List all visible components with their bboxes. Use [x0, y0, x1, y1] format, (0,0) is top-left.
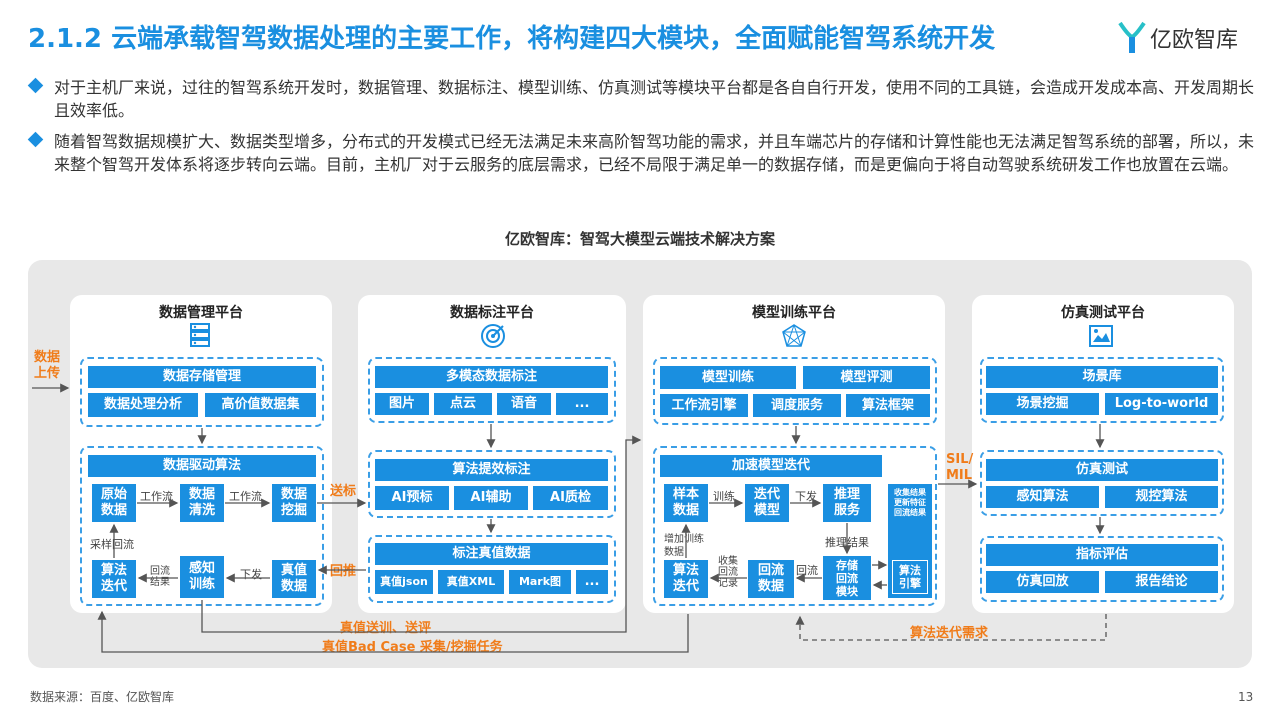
diagram-title: 亿欧智库：智驾大模型云端技术解决方案	[504, 230, 775, 248]
collect-label: 收集结果 更新特征 回流结果	[894, 488, 926, 517]
multimodal-group	[368, 357, 616, 423]
data-storage-box: 数据存储管理	[88, 366, 316, 388]
mine-data-box: 数据 挖掘	[272, 484, 316, 522]
perceive-train-box: 感知 训练	[180, 556, 224, 598]
perc-algo-box: 感知算法	[986, 486, 1099, 508]
efficiency-box: 算法提效标注	[375, 459, 608, 481]
store-backflow-box: 存储 回流 模块	[823, 556, 871, 600]
page-number: 13	[1238, 690, 1254, 704]
algo-engine-box: 算法 引擎	[892, 560, 928, 594]
truth-data-box: 真值 数据	[272, 560, 316, 598]
bullet-text: 随着智驾数据规模扩大、数据类型增多，分布式的开发模式已经无法满足未来高阶智驾功能…	[54, 132, 1255, 174]
sil-mil-label: SIL/ MIL	[946, 452, 974, 483]
backflow-data-box: 回流 数据	[748, 560, 794, 598]
sim-title: 仿真测试平台	[1061, 305, 1145, 321]
infer-service-box: 推理 服务	[823, 484, 871, 522]
logo-icon	[1118, 21, 1146, 53]
sim-test-group	[980, 450, 1224, 516]
log-to-world-box: Log-to-world	[1105, 393, 1218, 415]
send-label: 送标	[330, 484, 357, 499]
metric-box: 指标评估	[986, 544, 1218, 566]
source-note: 数据来源：百度、亿欧智库	[30, 690, 175, 704]
issue-label: 下发	[795, 490, 817, 503]
image-box: 图片	[375, 393, 429, 415]
page-title: 2.1.2 云端承载智驾数据处理的主要工作，将构建四大模块，全面赋能智驾系统开发	[28, 24, 996, 54]
sim-replay-box: 仿真回放	[986, 571, 1099, 593]
ai-prelabel-box: AI预标	[375, 486, 449, 510]
workflow-label: 工作流	[229, 490, 262, 503]
scene-group	[980, 357, 1224, 423]
iter-model-box: 迭代 模型	[745, 484, 789, 522]
accel-box: 加速模型迭代	[660, 455, 882, 477]
efficiency-group	[368, 450, 616, 518]
workflow-label: 工作流	[140, 490, 173, 503]
truth-annotate-box: 标注真值数据	[375, 543, 608, 565]
simulation-icon	[1089, 325, 1113, 347]
scene-lib-box: 场景库	[986, 366, 1218, 388]
algo-iter-box: 算法 迭代	[92, 560, 136, 598]
truth-xml-box: 真值XML	[438, 570, 504, 594]
add-train-label: 增加训练 数据	[664, 534, 704, 558]
data-mgmt-title: 数据管理平台	[159, 305, 243, 321]
annotate-title: 数据标注平台	[450, 305, 534, 321]
ai-assist-box: AI辅助	[454, 486, 528, 510]
multimodal-box: 多模态数据标注	[375, 366, 608, 388]
metric-group	[980, 536, 1224, 602]
workflow-engine-box: 工作流引擎	[660, 394, 748, 417]
high-value-box: 高价值数据集	[205, 393, 316, 417]
framework-box: 算法框架	[846, 394, 930, 417]
network-icon	[782, 324, 806, 347]
bullet-1: 对于主机厂来说，过往的智驾系统开发时，数据管理、数据标注、模型训练、仿真测试等模…	[27, 76, 1255, 122]
algo-demand-label: 算法迭代需求	[910, 626, 989, 641]
accel-group	[653, 446, 937, 606]
data-storage-group	[80, 357, 324, 427]
truth-json-box: 真值json	[375, 570, 433, 594]
schedule-box: 调度服务	[753, 394, 841, 417]
raw-data-box: 原始 数据	[92, 484, 136, 522]
badcase-label: 真值Bad Case 采集/挖掘任务	[322, 640, 503, 655]
more-truth-box: ...	[576, 570, 608, 594]
server-icon	[190, 323, 210, 347]
training-top-group	[653, 357, 937, 425]
voice-box: 语音	[497, 393, 551, 415]
engine-column: 收集结果 更新特征 回流结果	[888, 484, 932, 598]
model-eval-box: 模型评测	[803, 366, 930, 389]
sim-test-box: 仿真测试	[986, 459, 1218, 481]
pointcloud-box: 点云	[434, 393, 492, 415]
scene-mine-box: 场景挖掘	[986, 393, 1099, 415]
brand-logo: 亿欧智库	[1118, 18, 1238, 58]
bullet-2: 随着智驾数据规模扩大、数据类型增多，分布式的开发模式已经无法满足未来高阶智驾功能…	[27, 130, 1255, 176]
bullet-text: 对于主机厂来说，过往的智驾系统开发时，数据管理、数据标注、模型训练、仿真测试等模…	[54, 78, 1255, 120]
truth-data-group	[368, 535, 616, 603]
clean-data-box: 数据 清洗	[180, 484, 224, 522]
sample-back-label: 采样回流	[90, 538, 134, 551]
train-algo-iter-box: 算法 迭代	[664, 560, 708, 598]
collect-record-label: 收集 回流 记录	[718, 556, 738, 589]
more-box: ...	[556, 393, 608, 415]
train-label: 训练	[713, 490, 735, 503]
target-icon	[481, 324, 505, 348]
plan-algo-box: 规控算法	[1105, 486, 1218, 508]
sample-data-box: 样本 数据	[664, 484, 708, 522]
data-algo-box: 数据驱动算法	[88, 455, 316, 477]
back-result-label: 回流 结果	[150, 566, 170, 588]
upload-label: 数据 上传	[34, 350, 61, 381]
report-box: 报告结论	[1105, 571, 1218, 593]
push-back-label: 回推	[330, 564, 357, 579]
mark-image-box: Mark图	[509, 570, 571, 594]
logo-text: 亿欧智库	[1150, 28, 1239, 53]
ai-qc-box: AI质检	[533, 486, 608, 510]
data-analysis-box: 数据处理分析	[88, 393, 198, 417]
model-train-box: 模型训练	[660, 366, 796, 389]
training-title: 模型训练平台	[752, 305, 836, 321]
